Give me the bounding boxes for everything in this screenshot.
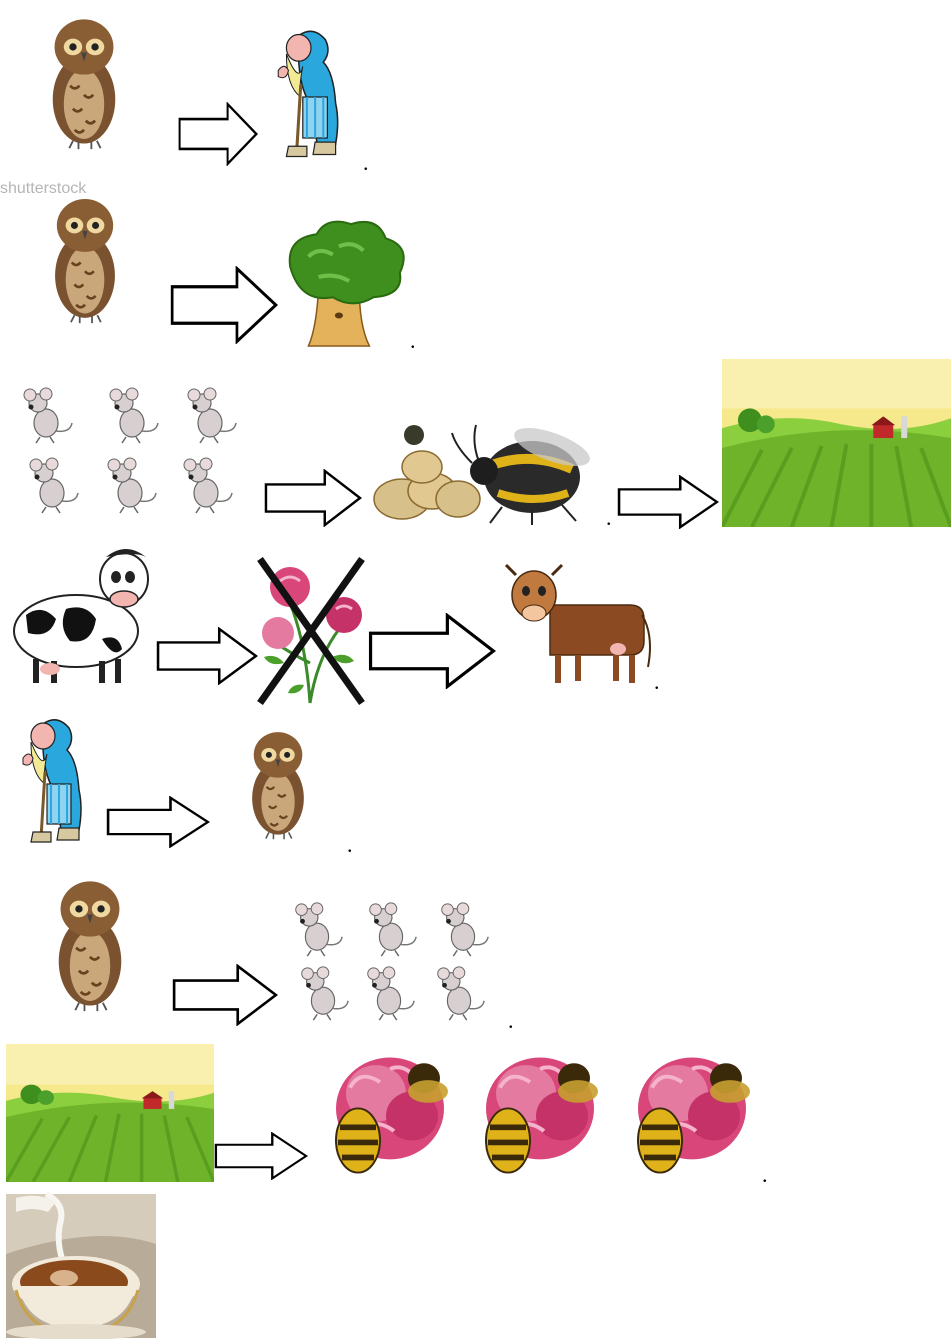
chain-row-6: . <box>0 860 951 1040</box>
bee-on-clover-picture <box>622 1050 762 1182</box>
chain-row-7: . <box>0 1040 951 1190</box>
mouse-picture <box>288 900 346 958</box>
farm-field-picture <box>722 359 951 527</box>
right-arrow-icon <box>178 102 258 166</box>
mouse-picture <box>100 455 160 515</box>
mouse-picture <box>362 900 420 958</box>
right-arrow-icon <box>214 1132 308 1180</box>
farm-field-picture <box>6 1044 214 1182</box>
clover-crossed-out-picture <box>257 556 365 706</box>
mouse-picture <box>22 455 82 515</box>
thin-cow-picture <box>504 563 651 683</box>
chain-row-5: . <box>0 710 951 860</box>
owl-picture <box>240 726 316 840</box>
right-arrow-icon <box>172 964 278 1026</box>
row-end-period: . <box>654 669 660 694</box>
mouse-picture <box>16 385 76 445</box>
chain-row-3: . <box>0 355 951 535</box>
watermark-text: shutterstock <box>0 180 87 197</box>
chain-row-2: shutterstock . <box>0 180 951 355</box>
mouse-picture <box>176 455 236 515</box>
row-end-period: . <box>363 150 369 175</box>
owl-picture <box>38 12 130 150</box>
mouse-picture <box>434 900 492 958</box>
mouse-picture <box>102 385 162 445</box>
mouse-picture <box>360 964 418 1022</box>
tree-picture <box>278 216 410 348</box>
row-end-period: . <box>606 505 612 530</box>
chain-row-8 <box>0 1190 951 1339</box>
right-arrow-icon <box>106 796 210 848</box>
old-man-picture <box>14 712 96 852</box>
chain-row-4: . <box>0 535 951 710</box>
old-man-picture <box>270 22 352 168</box>
right-arrow-icon <box>368 613 496 689</box>
bee-on-clover-picture <box>470 1050 610 1182</box>
owl-picture <box>40 192 130 324</box>
row-end-period: . <box>762 1162 768 1187</box>
chain-row-1: . <box>0 0 951 180</box>
right-arrow-icon <box>156 627 258 685</box>
right-arrow-icon <box>264 469 362 527</box>
right-arrow-icon <box>170 266 278 344</box>
mouse-picture <box>180 385 240 445</box>
row-end-period: . <box>508 1008 514 1033</box>
bee-on-clover-picture <box>320 1050 460 1182</box>
tea-with-milk-picture <box>6 1191 156 1339</box>
owl-picture <box>44 874 136 1012</box>
right-arrow-icon <box>617 475 719 529</box>
bumblebee-nest-picture <box>373 424 590 525</box>
mouse-picture <box>294 964 352 1022</box>
row-end-period: . <box>410 328 416 353</box>
mouse-picture <box>430 964 488 1022</box>
cow-picture <box>13 549 149 683</box>
row-end-period: . <box>347 832 353 857</box>
